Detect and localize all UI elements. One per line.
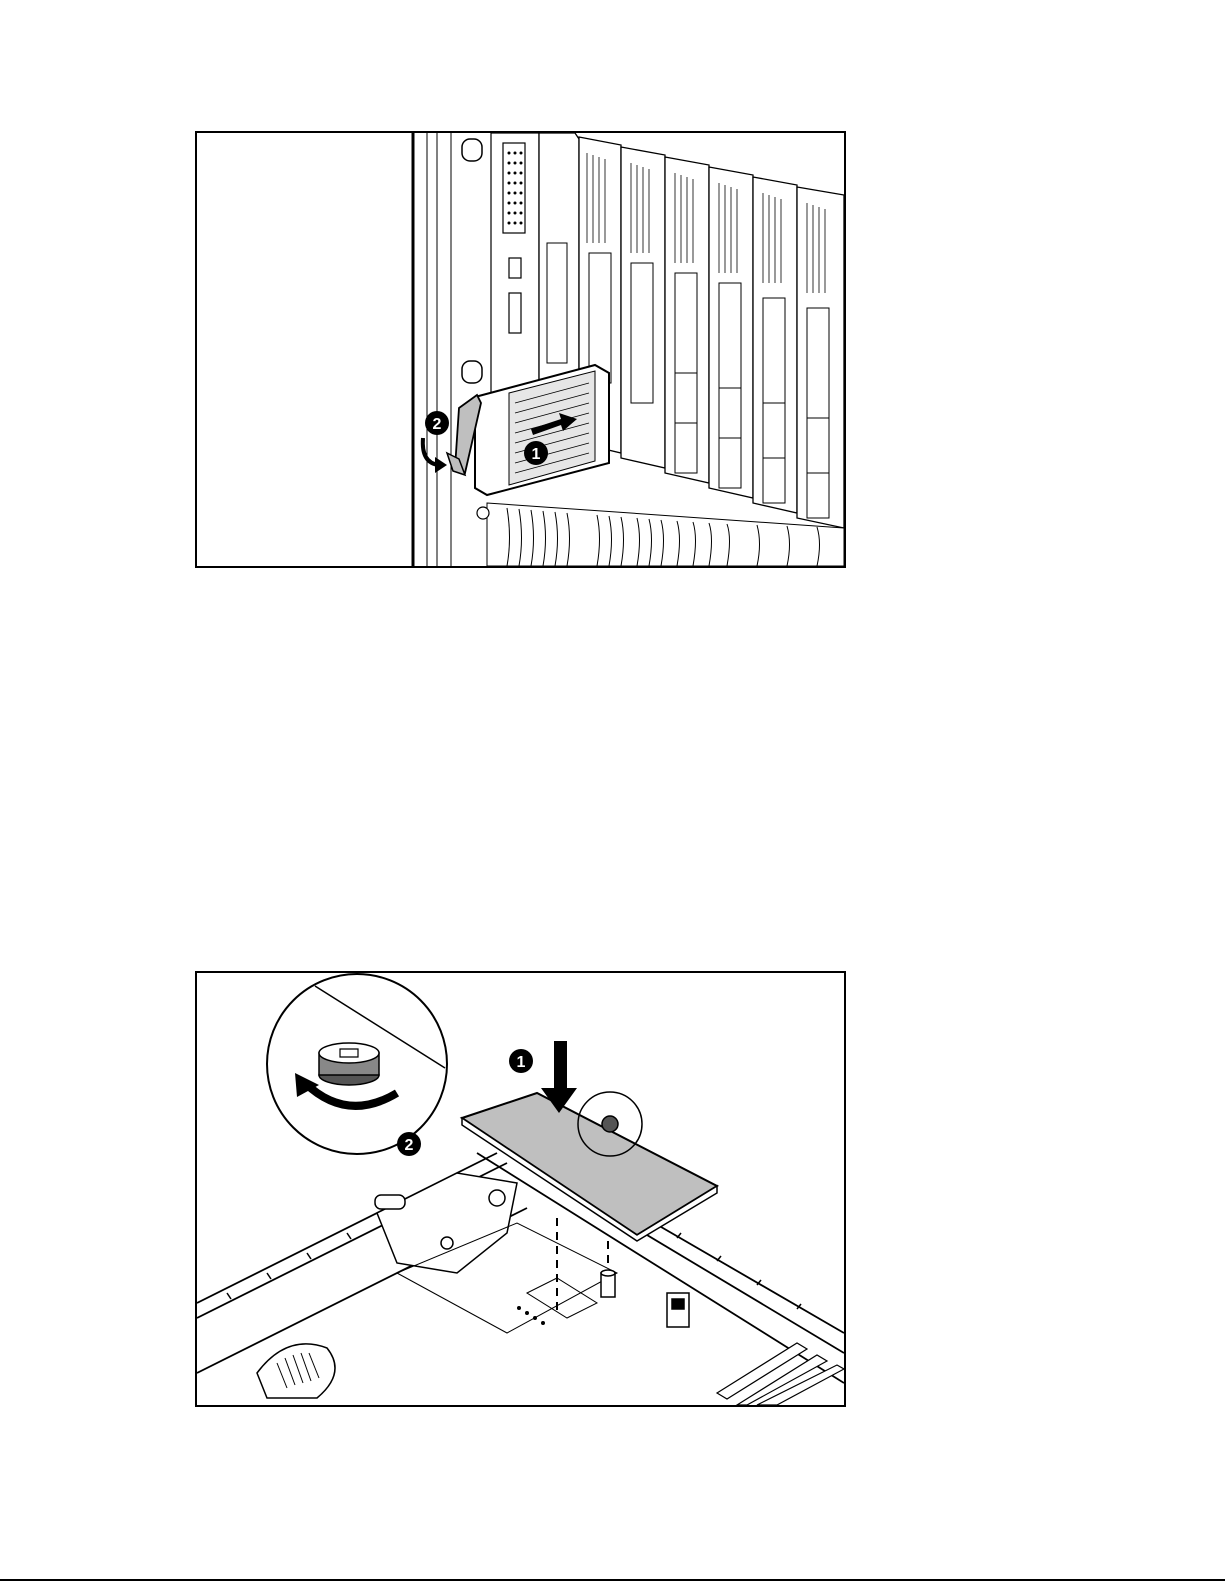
svg-text:1: 1 [532,446,541,463]
alignment-guide [557,1218,608,1313]
fan-grille [487,503,844,566]
svg-text:2: 2 [405,1137,414,1154]
fan-module [257,1344,335,1398]
callout-step-2: 2 [397,1132,421,1156]
connector [667,1293,689,1327]
dimm-slots [717,1343,844,1405]
screw-icon [477,507,489,519]
page-bottom-rule [0,1579,1225,1581]
board-installation-illustration: 1 2 [197,973,844,1405]
svg-text:1: 1 [517,1054,526,1071]
figure-board-installation: 1 2 [195,971,846,1407]
led-indicator-grid [508,152,523,225]
figure-drive-installation: 1 2 [195,131,846,568]
thumbscrew-icon [319,1043,379,1085]
rotate-arrow-icon [423,438,447,473]
callout-step-1: 1 [509,1049,533,1073]
alignment-pin [462,139,482,383]
svg-text:2: 2 [433,416,442,433]
server-blade [491,133,539,413]
callout-step-1: 1 [524,441,548,465]
thumbscrew-detail [267,974,447,1154]
drive-installation-illustration: 1 2 [197,133,844,566]
rail-ticks [227,1193,801,1309]
callout-step-2: 2 [425,411,449,435]
bracket-assembly [375,1173,517,1273]
standoff [601,1270,615,1297]
